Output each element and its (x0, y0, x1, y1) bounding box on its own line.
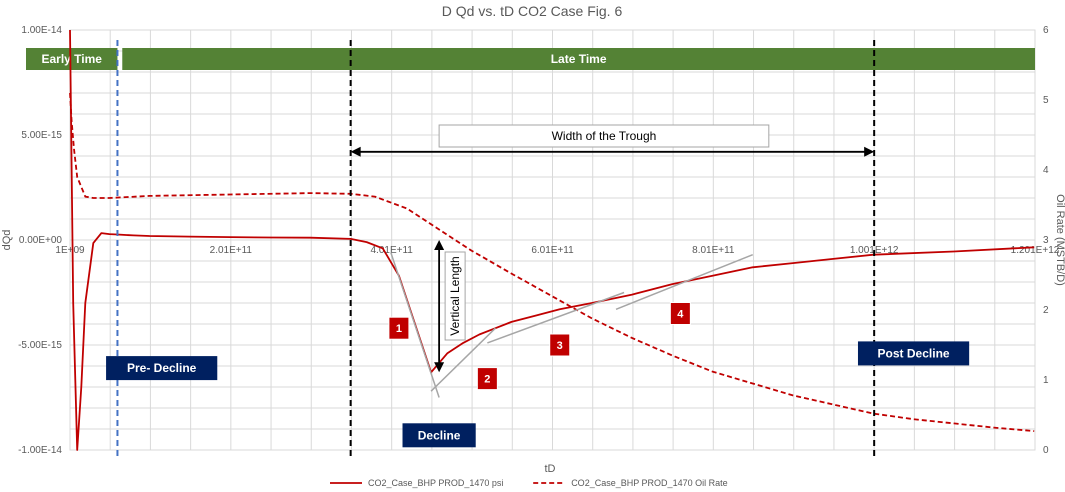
legend-label: CO2_Case_BHP PROD_1470 psi (368, 478, 503, 488)
y-right-tick-label: 0 (1043, 445, 1049, 456)
x-tick-label: 2.01E+11 (210, 245, 253, 256)
phase-label: Decline (418, 428, 461, 442)
arrowhead-bottom (434, 362, 445, 373)
y-axis-left-label: dQd (1, 230, 13, 251)
y-right-tick-label: 2 (1043, 305, 1049, 316)
step-marker (549, 333, 571, 357)
y-right-tick-label: 3 (1043, 235, 1049, 246)
tangent-line (615, 254, 754, 310)
series-line (69, 92, 1035, 432)
arrowhead-top (434, 240, 445, 250)
tangent-line (390, 252, 440, 398)
step-marker-label: 2 (484, 374, 490, 386)
step-marker (476, 367, 498, 391)
time-bands: Early Time Late Time (26, 48, 1036, 70)
step-marker (669, 302, 691, 325)
step-marker-label: 1 (396, 323, 402, 335)
phase-box (402, 423, 476, 448)
arrowhead-right (864, 146, 875, 157)
width-of-trough-box (438, 124, 770, 148)
tangent-line (430, 327, 496, 392)
vertical-length-label: Vertical Length (448, 256, 462, 335)
time-band (26, 48, 118, 70)
vertical-length-box (444, 251, 466, 341)
step-marker-label: 4 (677, 309, 684, 321)
phase-box (857, 341, 970, 366)
y-left-tick-label: 5.00E-15 (21, 130, 62, 141)
y-left-tick-label: 0.00E+00 (19, 235, 63, 246)
x-tick-label: 1E+09 (55, 245, 85, 256)
y-right-tick-label: 1 (1043, 375, 1049, 386)
x-tick-label: 4.01E+11 (370, 245, 413, 256)
chart-title: D Qd vs. tD CO2 Case Fig. 6 (442, 3, 623, 19)
y-right-tick-label: 5 (1043, 95, 1049, 106)
x-tick-label: 8.01E+11 (692, 245, 735, 256)
tangent-line (487, 291, 625, 344)
arrowhead-left (350, 146, 361, 157)
time-band-label: Late Time (551, 52, 607, 66)
step-marker (388, 316, 410, 340)
y-right-tick-label: 6 (1043, 25, 1049, 36)
tick-labels: 1.00E-14 5.00E-15 0.00E+00 -5.00E-15 -1.00E-… (18, 25, 1060, 456)
width-of-trough-label: Width of the Trough (552, 129, 657, 143)
y-axis-right-label: Oil Rate (MSTB/D) (1054, 194, 1065, 286)
phase-label: Post Decline (878, 346, 950, 360)
time-band-label: Early Time (41, 52, 102, 66)
phase-label: Pre- Decline (127, 361, 197, 375)
phase-box (106, 356, 218, 381)
y-left-tick-label: 1.00E-14 (21, 25, 62, 36)
y-left-tick-label: -5.00E-15 (18, 340, 62, 351)
legend: CO2_Case_BHP PROD_1470 psi CO2_Case_BHP P… (330, 478, 728, 488)
step-marker-label: 3 (557, 340, 563, 352)
x-axis-label: tD (545, 463, 556, 475)
legend-label: CO2_Case_BHP PROD_1470 Oil Rate (571, 478, 727, 488)
y-right-tick-label: 4 (1043, 165, 1049, 176)
y-left-tick-label: -1.00E-14 (18, 445, 62, 456)
x-tick-label: 6.01E+11 (531, 245, 574, 256)
x-tick-label: 1.201E+12 (1011, 245, 1060, 256)
gridlines (69, 29, 1036, 451)
